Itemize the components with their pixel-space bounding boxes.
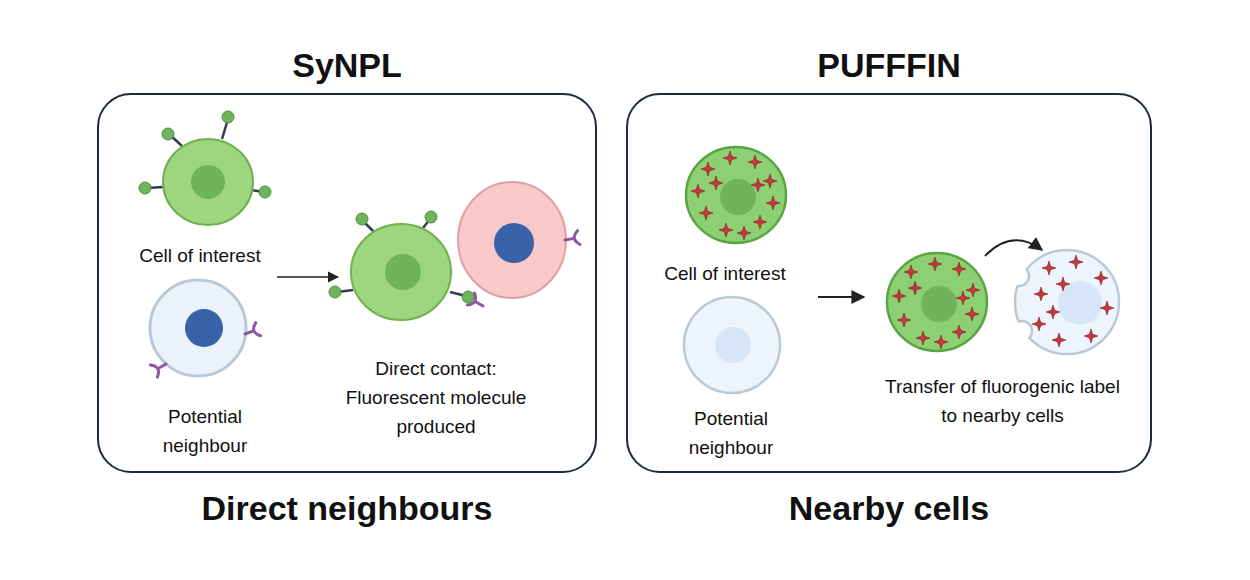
label-star bbox=[892, 289, 906, 303]
label-star bbox=[1056, 277, 1070, 291]
cell-nucleus bbox=[1058, 281, 1102, 325]
label-star bbox=[723, 151, 737, 165]
label-star bbox=[1100, 301, 1114, 315]
cell-caption: Direct contact: Fluorescent molecule pro… bbox=[331, 354, 541, 441]
cell-caption: Cell of interest bbox=[135, 241, 265, 270]
label-star bbox=[965, 307, 979, 321]
label-star bbox=[908, 281, 922, 295]
label-star bbox=[748, 155, 762, 169]
cell-nucleus bbox=[185, 309, 223, 347]
cell-label-group: Direct contact: Fluorescent molecule pro… bbox=[331, 354, 541, 441]
label-star bbox=[763, 174, 777, 188]
receptor-ball bbox=[462, 291, 474, 303]
label-star bbox=[904, 265, 918, 279]
label-star bbox=[753, 215, 767, 229]
label-star bbox=[1032, 317, 1046, 331]
method-panel: SyNPLDirect neighboursCell of interestPo… bbox=[97, 93, 597, 473]
label-star bbox=[966, 283, 980, 297]
label-star bbox=[1052, 333, 1066, 347]
cell-nucleus bbox=[720, 179, 756, 215]
labelled-cell bbox=[686, 147, 786, 243]
membrane-bite bbox=[1012, 321, 1032, 341]
method-panel: PUFFFINNearby cellsCell of interestPoten… bbox=[626, 93, 1152, 473]
cell-nucleus bbox=[385, 254, 421, 290]
label-star bbox=[897, 313, 911, 327]
cell-caption: Transfer of fluorogenic label to nearby … bbox=[885, 372, 1120, 430]
process-arrow bbox=[277, 276, 338, 278]
cell-label-group: Potential neighbour bbox=[666, 404, 796, 462]
panel-heading: PUFFFIN bbox=[588, 45, 1190, 85]
label-star bbox=[916, 331, 930, 345]
receptor-ball bbox=[425, 211, 437, 223]
label-star bbox=[1046, 305, 1060, 319]
label-star bbox=[1042, 261, 1056, 275]
cell-of-interest bbox=[139, 111, 271, 225]
labelled-cell bbox=[887, 253, 987, 351]
label-star bbox=[701, 162, 715, 176]
cell-body bbox=[686, 147, 786, 243]
label-star bbox=[709, 176, 723, 190]
cell-label-group: Potential neighbour bbox=[140, 402, 270, 460]
cell-body bbox=[684, 297, 780, 393]
label-star bbox=[1034, 287, 1048, 301]
receptor-ball bbox=[139, 182, 151, 194]
transfer-arrow bbox=[985, 240, 1042, 256]
label-star bbox=[1084, 329, 1098, 343]
cell-nucleus bbox=[494, 223, 534, 263]
cell-label-group: Cell of interest bbox=[135, 241, 265, 270]
potential-neighbour-cell bbox=[150, 280, 261, 377]
receptor-ball bbox=[356, 213, 368, 225]
receptor-hook bbox=[150, 358, 169, 377]
receptor-ball bbox=[259, 186, 271, 198]
membrane-bite bbox=[1009, 266, 1029, 286]
cell-body bbox=[163, 139, 253, 225]
label-star bbox=[928, 257, 942, 271]
label-star bbox=[691, 184, 705, 198]
cell-label-group: Transfer of fluorogenic label to nearby … bbox=[885, 372, 1120, 430]
receiving-cell bbox=[1009, 250, 1119, 354]
cell-body bbox=[150, 280, 246, 376]
receptor-ball bbox=[222, 111, 234, 123]
receptor-ball bbox=[329, 286, 341, 298]
cell-caption: Cell of interest bbox=[660, 259, 790, 288]
receptor-hook bbox=[243, 323, 261, 341]
label-star bbox=[952, 325, 966, 339]
label-star bbox=[751, 178, 765, 192]
label-star bbox=[719, 223, 733, 237]
panel-heading: SyNPL bbox=[59, 45, 635, 85]
fluorogenic-label bbox=[1032, 255, 1114, 347]
cell-nucleus bbox=[715, 327, 751, 363]
label-star bbox=[1094, 271, 1108, 285]
cell-nucleus bbox=[921, 286, 957, 322]
panel-heading: Nearby cells bbox=[588, 488, 1190, 528]
label-star bbox=[956, 291, 970, 305]
label-star bbox=[737, 226, 751, 240]
cell-label-group: Cell of interest bbox=[660, 259, 790, 288]
receptor-ball bbox=[162, 128, 174, 140]
label-star bbox=[766, 196, 780, 210]
label-star bbox=[934, 335, 948, 349]
label-star bbox=[1069, 255, 1083, 269]
cell-caption: Potential neighbour bbox=[666, 404, 796, 462]
label-star bbox=[952, 262, 966, 276]
panel-heading: Direct neighbours bbox=[59, 488, 635, 528]
process-arrow bbox=[818, 296, 864, 298]
fluorogenic-label bbox=[691, 151, 780, 240]
contact-pair bbox=[329, 182, 580, 320]
label-star bbox=[699, 206, 713, 220]
cell-body bbox=[1015, 250, 1119, 354]
potential-neighbour-cell bbox=[684, 297, 780, 393]
cell-caption: Potential neighbour bbox=[140, 402, 270, 460]
receptor-hook bbox=[564, 231, 580, 247]
cell-body bbox=[887, 253, 987, 351]
cell-nucleus bbox=[191, 165, 225, 199]
cell-body bbox=[351, 224, 451, 320]
neighbour-cell-body bbox=[458, 182, 566, 298]
fluorogenic-label bbox=[892, 257, 980, 349]
